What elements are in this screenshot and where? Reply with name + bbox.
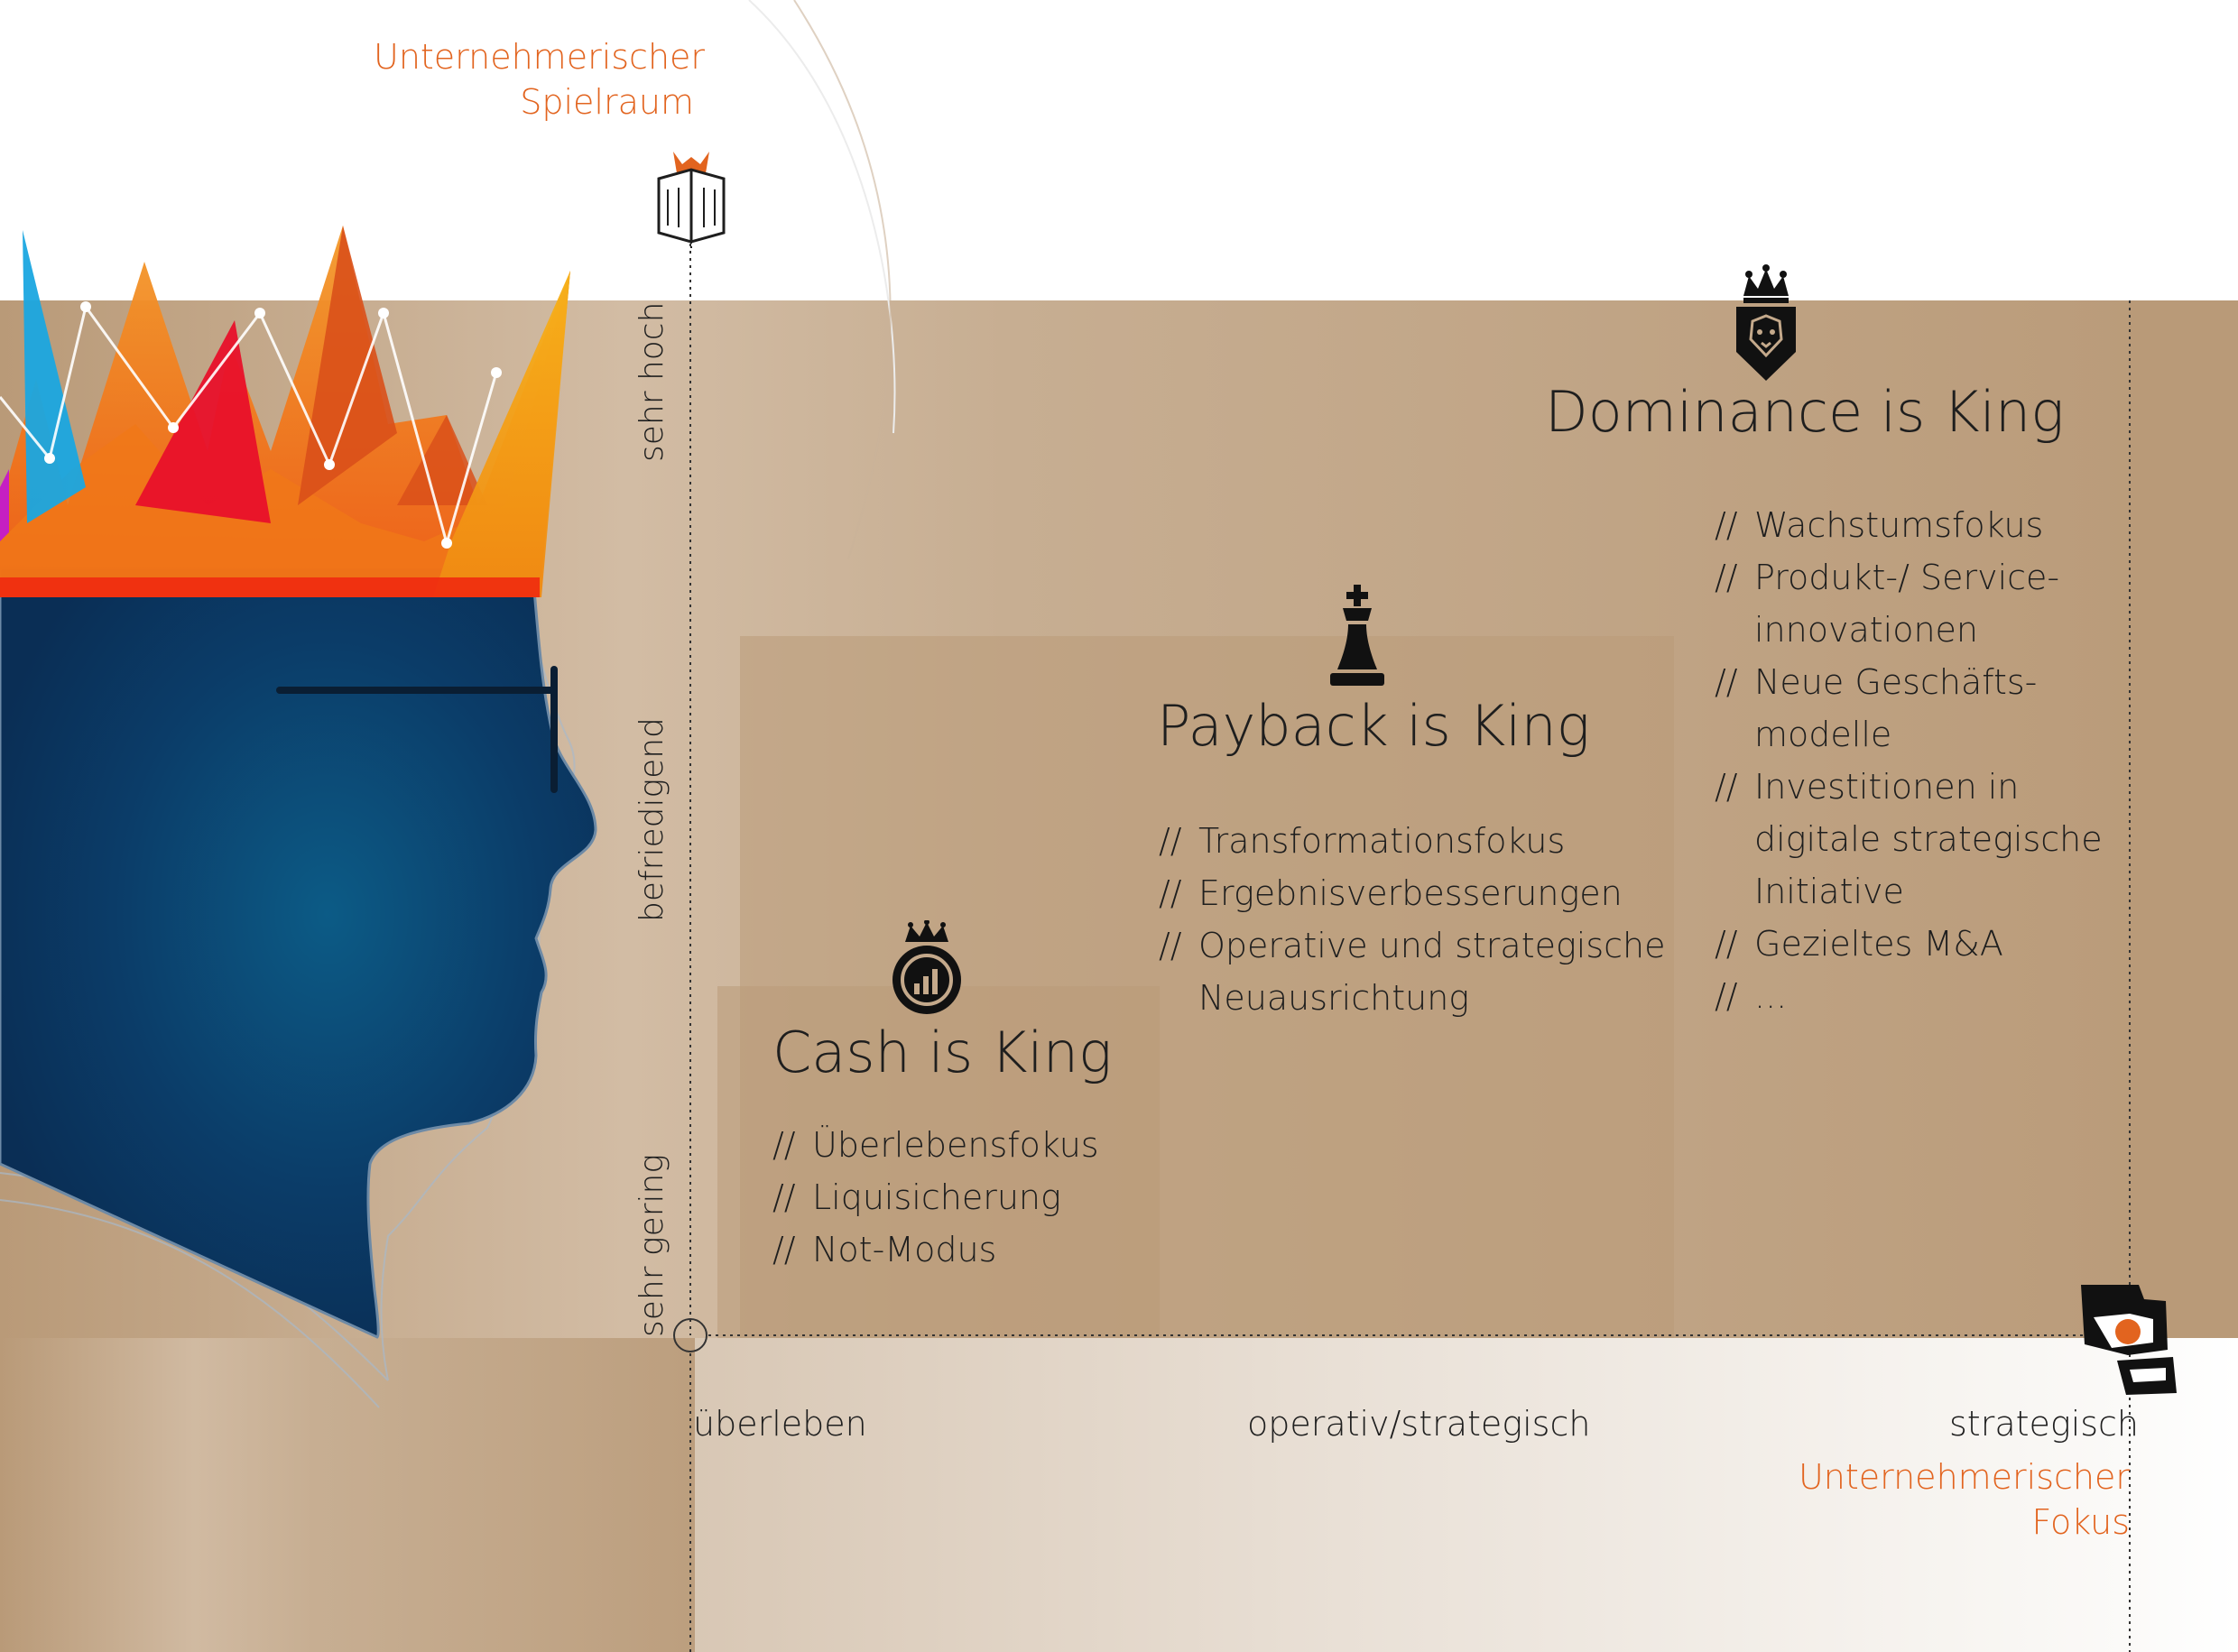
axis-origin [673, 1318, 707, 1352]
x-axis-title: Unternehmerischer Fokus [1769, 1454, 2130, 1545]
cash-title: Cash is King [772, 1020, 1113, 1085]
x-axis-title-line1: Unternehmerischer [1798, 1457, 2130, 1497]
x-tick-ueberleben: überleben [693, 1404, 867, 1444]
dominance-bullet: Initiative [1754, 872, 1904, 911]
x-tick-operativ-strategisch: operativ/strategisch [1247, 1404, 1591, 1444]
dominance-bullet: //Wachstumsfokus [1715, 505, 2044, 545]
y-axis-title-line1: Unternehmerischer [374, 37, 706, 77]
head-silhouette [0, 567, 597, 1339]
y-axis-title: Unternehmerischer Spielraum [374, 34, 706, 125]
dominance-bullet: modelle [1754, 715, 1892, 754]
chess-king-icon [1330, 585, 1384, 686]
crown-chart-badge-icon [892, 920, 961, 1014]
x-tick-strategisch: strategisch [1949, 1404, 2140, 1444]
dominance-title: Dominance is King [1545, 379, 2065, 445]
dominance-bullet: //Investitionen in [1715, 767, 2020, 807]
cash-bullet: //Not-Modus [772, 1230, 997, 1269]
x-axis-title-line2: Fokus [2031, 1502, 2130, 1542]
target-hand-icon [2081, 1285, 2177, 1395]
cash-bullet: //Liquisicherung [772, 1177, 1061, 1217]
payback-bullet: Neuausrichtung [1198, 978, 1470, 1018]
cash-bullets: //Überlebensfokus //Liquisicherung //Not… [772, 1119, 1099, 1276]
payback-bullet: //Ergebnisverbesserungen [1159, 873, 1623, 913]
crown-shapes [0, 226, 570, 597]
dominance-bullet: innovationen [1754, 610, 1979, 650]
y-axis-title-line2: Spielraum [520, 82, 694, 122]
dominance-bullets: //Wachstumsfokus //Produkt-/ Service- in… [1715, 499, 2103, 1022]
dominance-bullet: //Neue Geschäfts- [1715, 662, 2038, 702]
y-tick-sehr-hoch: sehr hoch [633, 301, 670, 462]
payback-bullet: //Transformationsfokus [1159, 821, 1566, 861]
dominance-bullet: //Produkt-/ Service- [1715, 558, 2060, 597]
dominance-bullet: //Gezieltes M&A [1715, 924, 2003, 964]
y-tick-sehr-gering: sehr gering [633, 1154, 670, 1337]
cash-bullet: //Überlebensfokus [772, 1125, 1099, 1165]
lion-crown-shield-icon [1736, 264, 1796, 381]
y-tick-befriedigend: befriedigend [633, 717, 670, 922]
payback-title: Payback is King [1157, 693, 1590, 759]
dominance-bullet: //... [1715, 976, 1788, 1016]
fox-book-icon [657, 152, 726, 251]
payback-bullets: //Transformationsfokus //Ergebnisverbess… [1159, 815, 1666, 1024]
dominance-bullet: digitale strategische [1754, 819, 2103, 859]
payback-bullet: //Operative und strategische [1159, 926, 1666, 965]
